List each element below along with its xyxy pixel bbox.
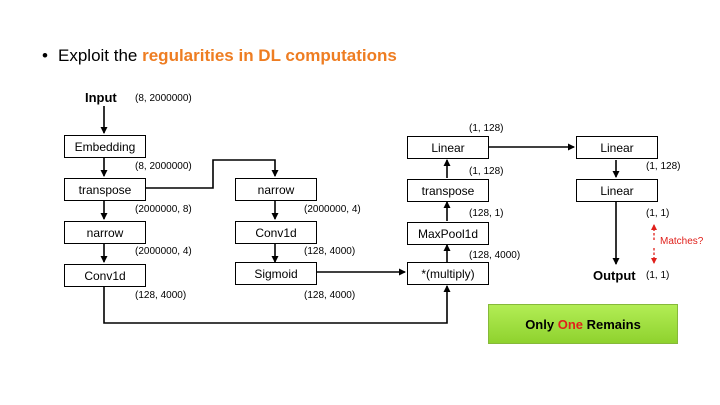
banner-before: Only — [525, 316, 558, 332]
shape-after-conv-mid: (128, 4000) — [304, 246, 356, 257]
shape-after-narrow-left: (2000000, 4) — [135, 246, 192, 257]
output-label: Output — [593, 268, 636, 283]
shape-input: (8, 2000000) — [135, 93, 192, 104]
shape-after-linear-1: (1, 128) — [469, 123, 504, 134]
sigmoid-node: Sigmoid — [235, 262, 317, 285]
embedding-node: Embedding — [64, 135, 146, 158]
heading: • Exploit the regularities in DL computat… — [42, 46, 397, 66]
banner-emphasis: One — [557, 316, 583, 332]
transpose-node-right: transpose — [407, 179, 489, 202]
shape-after-narrow-mid: (2000000, 4) — [304, 204, 361, 215]
shape-after-multiply: (128, 4000) — [469, 250, 521, 261]
only-one-remains-banner: Only One Remains — [488, 304, 678, 344]
transpose-node-left: transpose — [64, 178, 146, 201]
linear-node-2: Linear — [576, 136, 658, 159]
shape-after-transpose-right: (1, 128) — [469, 166, 504, 177]
bullet: • — [42, 46, 48, 65]
conv1d-node-mid: Conv1d — [235, 221, 317, 244]
shape-output: (1, 1) — [646, 270, 670, 281]
maxpool-node: MaxPool1d — [407, 222, 489, 245]
shape-after-transpose: (2000000, 8) — [135, 204, 192, 215]
input-label: Input — [85, 90, 117, 105]
matches-annotation: Matches? — [660, 236, 704, 247]
narrow-node-left: narrow — [64, 221, 146, 244]
linear-node-1: Linear — [407, 136, 489, 159]
shape-after-linear-3: (1, 1) — [646, 208, 670, 219]
multiply-node: *(multiply) — [407, 262, 489, 285]
linear-node-3: Linear — [576, 179, 658, 202]
narrow-node-mid: narrow — [235, 178, 317, 201]
shape-after-sigmoid: (128, 4000) — [304, 290, 356, 301]
shape-after-maxpool: (128, 1) — [469, 208, 504, 219]
shape-after-linear-2: (1, 128) — [646, 161, 681, 172]
conv1d-node-left: Conv1d — [64, 264, 146, 287]
shape-after-embedding: (8, 2000000) — [135, 161, 192, 172]
banner-after: Remains — [583, 316, 641, 332]
heading-highlight: regularities in DL computations — [142, 46, 397, 65]
heading-prefix: Exploit the — [58, 46, 143, 65]
shape-after-conv-left: (128, 4000) — [135, 290, 187, 301]
